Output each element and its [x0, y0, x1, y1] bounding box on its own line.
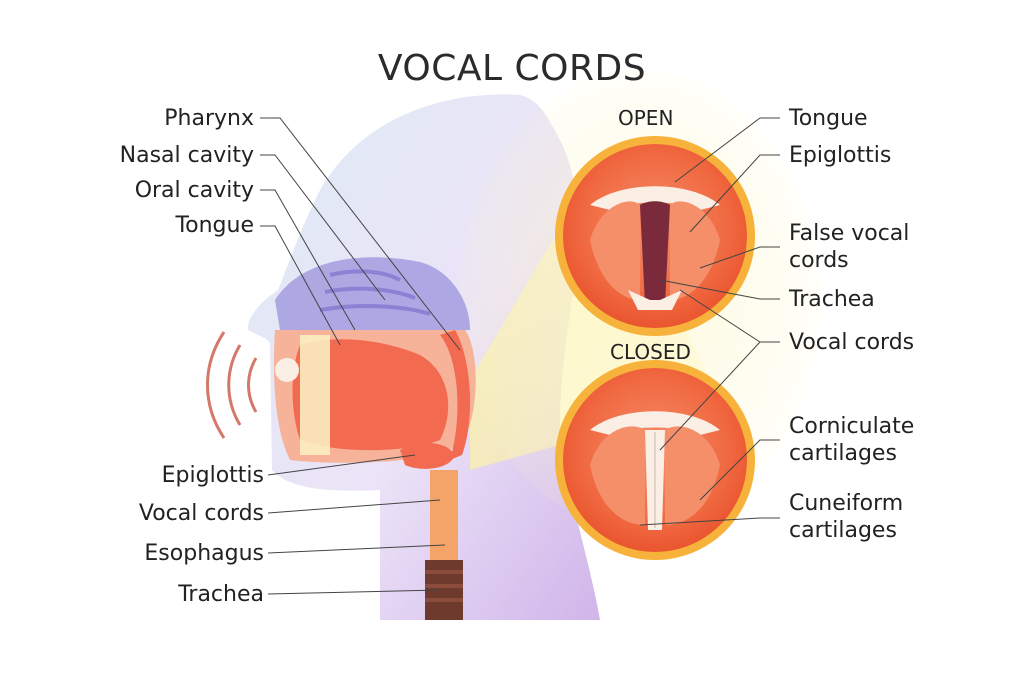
epiglottis-shape — [400, 443, 455, 469]
oral-cavity-shape — [273, 330, 476, 463]
label-right-vocal-cords: Vocal cords — [789, 330, 915, 355]
tongue-shape — [292, 339, 449, 451]
right-leader-lines — [639, 117, 780, 526]
label-right-tongue: Tongue — [789, 106, 868, 131]
label-right-trachea: Trachea — [789, 287, 875, 312]
diagram-title: VOCAL CORDS — [377, 48, 647, 89]
open-view-disc — [555, 136, 755, 336]
label-pharynx: Pharynx — [164, 106, 254, 131]
open-view-label: OPEN — [618, 106, 674, 130]
label-right-epiglottis: Epiglottis — [789, 143, 892, 168]
label-vocal-cords: Vocal cords — [138, 501, 264, 526]
closed-view-disc — [555, 360, 755, 560]
label-cuneiform-cartilages: Cuneiform cartilages — [789, 491, 904, 543]
label-tongue: Tongue — [175, 213, 254, 238]
label-esophagus: Esophagus — [144, 541, 264, 566]
sound-waves-icon — [206, 331, 258, 439]
left-leader-lines — [260, 117, 461, 595]
label-trachea: Trachea — [178, 582, 264, 607]
label-corniculate-cartilages: Corniculate cartilages — [789, 414, 915, 466]
closed-view-label: CLOSED — [610, 340, 691, 364]
label-epiglottis: Epiglottis — [161, 463, 264, 488]
label-false-vocal-cords: False vocal cords — [789, 221, 910, 273]
label-oral-cavity: Oral cavity — [134, 178, 254, 203]
label-nasal-cavity: Nasal cavity — [119, 143, 254, 168]
